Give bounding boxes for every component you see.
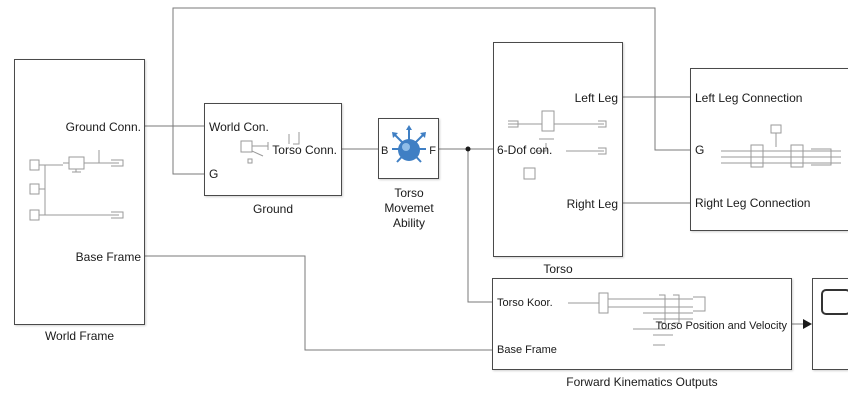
port-left-leg-connection[interactable]: Left Leg Connection [695,91,803,105]
world-frame-block[interactable]: Ground Conn. Base Frame [14,59,145,325]
world-frame-thumbnail [29,150,124,221]
joint-icon [392,125,426,163]
port-right-leg-connection[interactable]: Right Leg Connection [695,196,811,210]
torso-caption: Torso [543,262,573,276]
fk-outputs-thumbnail [568,292,706,346]
port-g[interactable]: G [209,167,219,181]
scope-block[interactable] [812,278,848,370]
fk-outputs-block[interactable]: Torso Koor. Base Frame Torso Position an… [492,278,792,370]
fk-outputs-caption: Forward Kinematics Outputs [566,375,718,389]
scope-screen-icon [821,289,848,315]
port-world-con[interactable]: World Con. [209,120,269,134]
port-torso-position-velocity[interactable]: Torso Position and Velocity [655,320,787,332]
port-torso-koor[interactable]: Torso Koor. [497,297,553,309]
wire-ground-g-to-legs-g [172,7,690,175]
ground-block[interactable]: World Con. Torso Conn. G [204,103,342,196]
port-right-leg[interactable]: Right Leg [566,197,618,211]
port-base-frame[interactable]: Base Frame [75,250,141,264]
torso-thumbnail [508,110,607,180]
port-fk-base-frame[interactable]: Base Frame [497,344,557,356]
torso-joint-caption-line-2: Movemet [384,201,434,215]
torso-joint-caption-line-3: Ability [392,216,425,230]
port-f[interactable]: F [429,145,436,157]
port-ground-conn[interactable]: Ground Conn. [65,120,141,134]
wire-branch-dot [465,146,471,152]
torso-joint-caption: Torso Movemet Ability [370,186,448,231]
port-legs-g[interactable]: G [695,143,705,157]
port-left-leg[interactable]: Left Leg [574,91,618,105]
port-six-dof-con[interactable]: 6-Dof con. [497,143,553,157]
ground-caption: Ground [252,202,294,216]
port-b[interactable]: B [381,145,389,157]
port-torso-conn[interactable]: Torso Conn. [272,143,337,157]
arrowhead-to-scope [803,319,812,329]
world-frame-caption: World Frame [44,329,115,343]
wire-baseframe-fk [145,255,492,351]
ground-thumbnail [240,132,300,164]
torso-joint-caption-line-1: Torso [394,186,424,200]
legs-block[interactable]: Left Leg Connection G Right Leg Connecti… [690,68,848,231]
torso-joint-block[interactable]: B F [378,118,439,179]
wire-branch-torsokoor [467,149,492,303]
legs-thumbnail [721,124,841,168]
torso-block[interactable]: Left Leg 6-Dof con. Right Leg [493,42,623,257]
